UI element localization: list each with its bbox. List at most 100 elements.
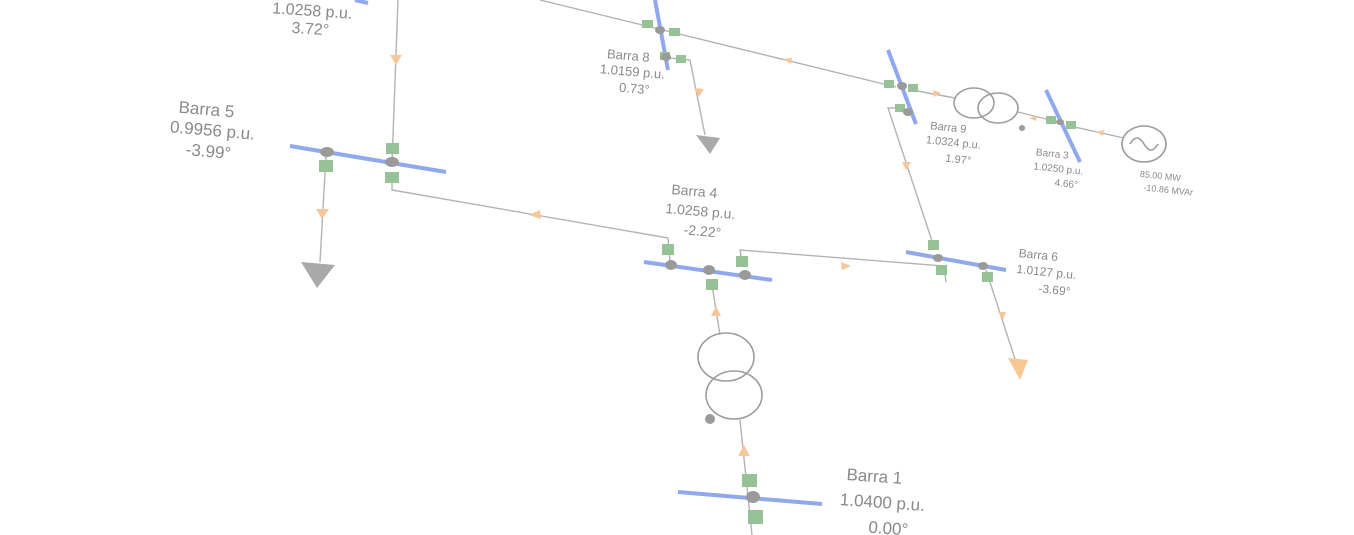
- barra5-angle: -3.99°: [185, 140, 232, 163]
- breaker[interactable]: [895, 104, 905, 112]
- barra1-name: Barra 1: [846, 465, 903, 488]
- node: [746, 491, 760, 503]
- node: [739, 270, 751, 280]
- barra3-voltage: 1.0250 p.u.: [1033, 161, 1084, 177]
- node: [978, 262, 988, 270]
- transformer-dot-icon: [705, 414, 715, 424]
- bus-barra5[interactable]: [289, 144, 447, 174]
- breaker[interactable]: [319, 160, 333, 172]
- node: [655, 26, 665, 34]
- node: [320, 147, 334, 157]
- load-barra5-icon[interactable]: [301, 262, 335, 288]
- barra1-voltage: 1.0400 p.u.: [839, 490, 925, 515]
- flow-arrow: [529, 210, 541, 219]
- transformer-barra9-barra3[interactable]: [953, 87, 1025, 131]
- bus-bars: [289, 0, 1082, 506]
- bus-barra7[interactable]: [354, 0, 369, 5]
- breaker[interactable]: [706, 279, 718, 290]
- load-barra8-icon[interactable]: [696, 135, 720, 154]
- bus-barra6[interactable]: [905, 250, 1007, 272]
- barra3-angle: 4.66°: [1054, 178, 1078, 191]
- generator-active-power: 85.00 MW: [1139, 169, 1181, 183]
- breaker[interactable]: [928, 240, 939, 250]
- breakers: [319, 20, 1076, 524]
- flow-arrow: [841, 262, 851, 270]
- barra6-name: Barra 6: [1018, 246, 1059, 264]
- breaker[interactable]: [385, 172, 399, 183]
- barra9-name: Barra 9: [930, 120, 967, 136]
- flow-arrow: [902, 162, 911, 170]
- breaker[interactable]: [662, 244, 674, 255]
- loads: [301, 135, 1028, 380]
- flow-arrow: [316, 209, 329, 219]
- breaker[interactable]: [982, 272, 993, 282]
- load-barra6-icon[interactable]: [1008, 358, 1028, 380]
- barra7-angle: 3.72°: [291, 20, 330, 40]
- generator-barra3[interactable]: [1121, 125, 1167, 163]
- breaker[interactable]: [1066, 121, 1076, 129]
- line-barra7-barra9[interactable]: [539, 0, 897, 88]
- transformer-coil-icon: [705, 370, 763, 420]
- barra9-angle: 1.97°: [945, 153, 972, 168]
- breaker[interactable]: [742, 474, 757, 487]
- barra3-name: Barra 3: [1035, 147, 1069, 161]
- barra6-voltage: 1.0127 p.u.: [1016, 262, 1077, 282]
- node: [897, 82, 907, 90]
- line-barra8-load[interactable]: [669, 57, 706, 136]
- line-barra7-barra5[interactable]: [391, 0, 399, 164]
- breaker[interactable]: [642, 20, 653, 28]
- generator-reactive-power: -10.86 MVAr: [1143, 182, 1194, 197]
- transformer-coil-icon: [953, 87, 995, 119]
- flow-arrow: [783, 58, 792, 64]
- flow-arrow: [998, 312, 1006, 320]
- barra4-name: Barra 4: [671, 181, 718, 201]
- flow-arrow: [738, 445, 750, 456]
- generator-icon: [1121, 125, 1167, 163]
- breaker[interactable]: [386, 143, 399, 154]
- node: [661, 53, 671, 61]
- breaker[interactable]: [908, 84, 918, 92]
- barra9-voltage: 1.0324 p.u.: [925, 134, 981, 152]
- line-barra9-transformer[interactable]: [911, 89, 956, 99]
- sine-wave-icon: [1129, 137, 1159, 151]
- breaker[interactable]: [936, 265, 947, 275]
- power-flow-arrows: [316, 55, 1104, 456]
- breaker[interactable]: [676, 55, 686, 63]
- node: [903, 108, 913, 116]
- barra1-angle: 0.00°: [868, 518, 909, 535]
- node: [385, 157, 399, 167]
- breaker[interactable]: [1046, 116, 1056, 124]
- barra8-angle: 0.73°: [619, 80, 651, 98]
- node: [703, 265, 715, 275]
- node: [665, 260, 677, 270]
- line-barra5-load[interactable]: [319, 154, 327, 263]
- bus-connection-nodes: [320, 26, 1064, 503]
- transformer-coil-icon: [697, 332, 755, 382]
- flow-arrow: [933, 90, 941, 97]
- flow-arrow: [711, 306, 721, 316]
- flow-arrow: [1029, 116, 1037, 121]
- transformer-coil-icon: [977, 92, 1019, 124]
- barra5-voltage: 0.9956 p.u.: [169, 117, 255, 143]
- line-barra9-barra6[interactable]: [887, 107, 936, 251]
- transformer-dot-icon: [1019, 125, 1025, 131]
- flow-arrow: [694, 88, 704, 97]
- barra8-name: Barra 8: [606, 46, 650, 65]
- barra4-angle: -2.22°: [683, 221, 722, 240]
- bus-barra3[interactable]: [1044, 89, 1082, 163]
- barra5-name: Barra 5: [178, 98, 235, 122]
- transformer-barra4-barra1[interactable]: [697, 332, 763, 424]
- breaker[interactable]: [669, 28, 680, 36]
- node: [933, 254, 943, 262]
- breaker[interactable]: [748, 510, 763, 524]
- node: [1056, 119, 1064, 125]
- generator-labels: 85.00 MW -10.86 MVAr: [1139, 169, 1193, 198]
- line-transformer-barra3[interactable]: [1017, 111, 1051, 121]
- breaker[interactable]: [736, 256, 748, 267]
- breaker[interactable]: [884, 80, 894, 88]
- barra8-voltage: 1.0159 p.u.: [599, 61, 665, 82]
- barra4-voltage: 1.0258 p.u.: [665, 200, 736, 222]
- line-barra5-barra4[interactable]: [391, 172, 671, 263]
- barra6-angle: -3.69°: [1038, 281, 1072, 298]
